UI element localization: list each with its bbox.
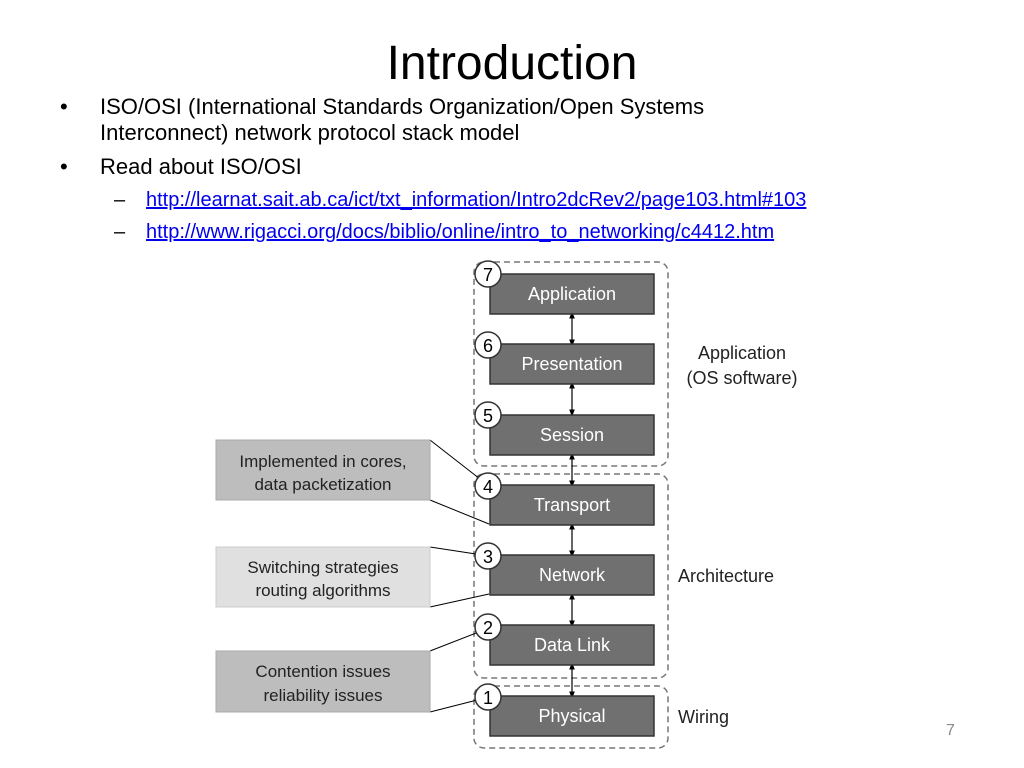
group-label-wiring: Wiring (678, 707, 729, 727)
layer-number: 7 (483, 265, 493, 285)
layer-label: Transport (534, 495, 610, 515)
layer-data-link: Data Link 2 (474, 613, 655, 666)
bullet-list: • ISO/OSI (International Standards Organ… (60, 94, 980, 252)
bullet-read-about: • Read about ISO/OSI (60, 154, 980, 180)
layer-number: 1 (483, 688, 493, 708)
link-sait[interactable]: http://learnat.sait.ab.ca/ict/txt_inform… (146, 189, 807, 211)
layer-label: Presentation (521, 354, 622, 374)
dash-marker: – (114, 221, 126, 243)
layer-network: Network 3 (474, 542, 655, 596)
layer-transport: Transport 4 (474, 472, 655, 526)
layer-number: 5 (483, 406, 493, 426)
dash-marker: – (114, 189, 126, 211)
group-label-application: Application (698, 343, 786, 363)
layer-label: Data Link (534, 635, 611, 655)
note-connector (429, 499, 490, 525)
bullet-marker: • (60, 94, 68, 119)
layer-number: 3 (483, 547, 493, 567)
note-text: Contention issues (255, 662, 390, 681)
layer-session: Session 5 (474, 401, 655, 456)
sub-bullet-link-2: – http://www.rigacci.org/docs/biblio/onl… (60, 220, 980, 244)
bullet-text: Read about ISO/OSI (100, 154, 302, 179)
layer-label: Session (540, 425, 604, 445)
layer-presentation: Presentation 6 (474, 331, 655, 385)
layer-number: 4 (483, 477, 493, 497)
layer-application: Application 7 (474, 260, 655, 315)
bullet-text-line2: Interconnect) network protocol stack mod… (100, 120, 520, 145)
note-connector (429, 593, 490, 608)
layer-number: 6 (483, 336, 493, 356)
note-text: Switching strategies (247, 558, 398, 577)
bullet-text-line1: ISO/OSI (International Standards Organiz… (100, 94, 705, 119)
slide-number: 7 (946, 722, 955, 739)
group-box-architecture (473, 473, 669, 679)
bullet-iso-osi: • ISO/OSI (International Standards Organ… (60, 94, 980, 146)
note-box-switching (215, 546, 431, 608)
layer-label: Physical (538, 706, 605, 726)
group-box-application (473, 261, 669, 467)
sub-bullet-link-1: – http://learnat.sait.ab.ca/ict/txt_info… (60, 188, 980, 212)
layer-label: Network (539, 565, 606, 585)
layer-physical: Physical 1 (474, 683, 655, 737)
note-text: routing algorithms (255, 581, 390, 600)
note-text: data packetization (254, 475, 391, 494)
bullet-marker: • (60, 154, 68, 179)
note-box-cores (215, 439, 431, 501)
note-text: Implemented in cores, (239, 452, 406, 471)
slide-title: Introduction (386, 37, 638, 90)
note-box-contention (215, 650, 431, 713)
group-box-wiring (473, 685, 669, 749)
layer-number: 2 (483, 618, 493, 638)
note-text: reliability issues (263, 686, 382, 705)
group-label-architecture: Architecture (678, 566, 774, 586)
link-rigacci[interactable]: http://www.rigacci.org/docs/biblio/onlin… (146, 221, 775, 243)
layer-label: Application (528, 284, 616, 304)
group-label-application-sub: (OS software) (686, 368, 797, 388)
